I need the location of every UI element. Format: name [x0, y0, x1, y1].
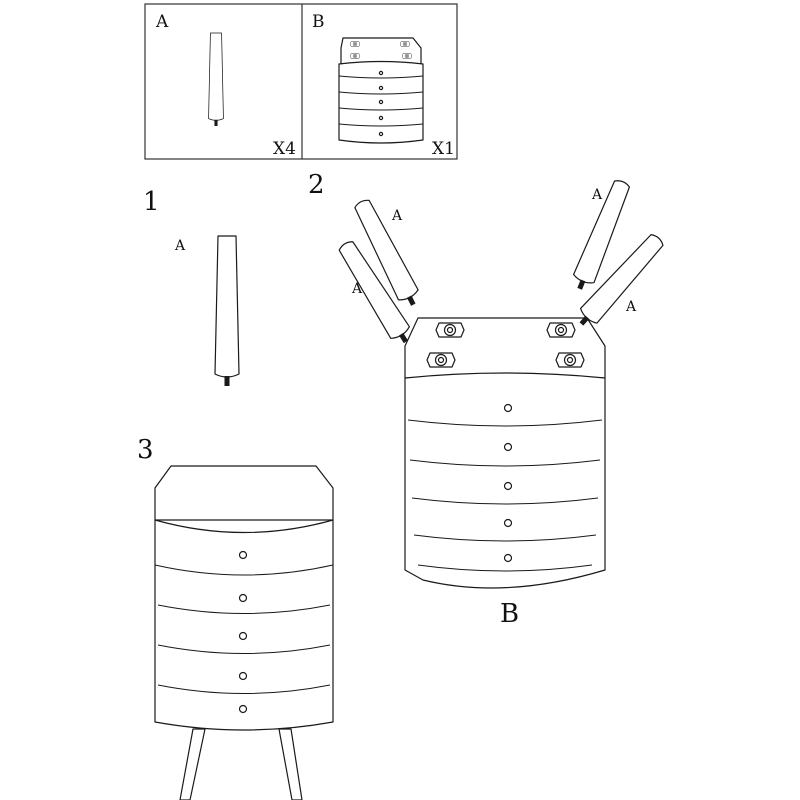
step-3-cabinet — [154, 465, 334, 800]
part-b-cabinet — [338, 37, 424, 144]
step-2-leg-label: A — [391, 208, 403, 224]
step-1-part-label: A — [174, 238, 186, 254]
step-2: 2 A A — [308, 170, 668, 629]
step-2-body-label: B — [500, 599, 519, 629]
drawer-knob — [503, 403, 513, 413]
drawer-knob — [238, 593, 248, 603]
part-a-quantity: X4 — [273, 139, 296, 159]
step-2-leg-label: A — [625, 299, 637, 315]
step-3-number: 3 — [137, 435, 154, 465]
mounting-plate — [426, 352, 456, 368]
drawer-knob — [503, 553, 513, 563]
parts-box-frame — [144, 3, 458, 160]
step-3-leg-left — [179, 728, 206, 800]
mounting-plate — [555, 352, 585, 368]
mounting-plate — [435, 322, 465, 338]
drawer-knob — [503, 518, 513, 528]
part-a-panel: A X4 — [155, 12, 296, 159]
part-b-panel: B X1 — [312, 12, 455, 159]
step-2-cabinet — [404, 317, 606, 589]
parts-box: A X4 B — [144, 3, 458, 160]
drawer-knob — [238, 671, 248, 681]
part-a-leg — [208, 32, 224, 127]
part-b-letter: B — [312, 12, 325, 32]
part-a-letter: A — [155, 12, 169, 32]
step-1-number: 1 — [143, 187, 160, 217]
step-2-number: 2 — [308, 170, 325, 200]
step-3-leg-right — [278, 728, 303, 800]
mounting-plate — [546, 322, 576, 338]
part-b-quantity: X1 — [432, 139, 455, 159]
drawer-knob — [503, 481, 513, 491]
drawer-knob — [238, 631, 248, 641]
step-1: 1 A — [143, 187, 240, 387]
drawer-knob — [238, 550, 248, 560]
drawer-knob — [503, 442, 513, 452]
step-2-leg-label: A — [591, 187, 603, 203]
step-1-leg — [214, 235, 240, 387]
step-2-leg-label: A — [351, 281, 363, 297]
drawer-knob — [238, 704, 248, 714]
step-3: 3 — [137, 435, 334, 800]
